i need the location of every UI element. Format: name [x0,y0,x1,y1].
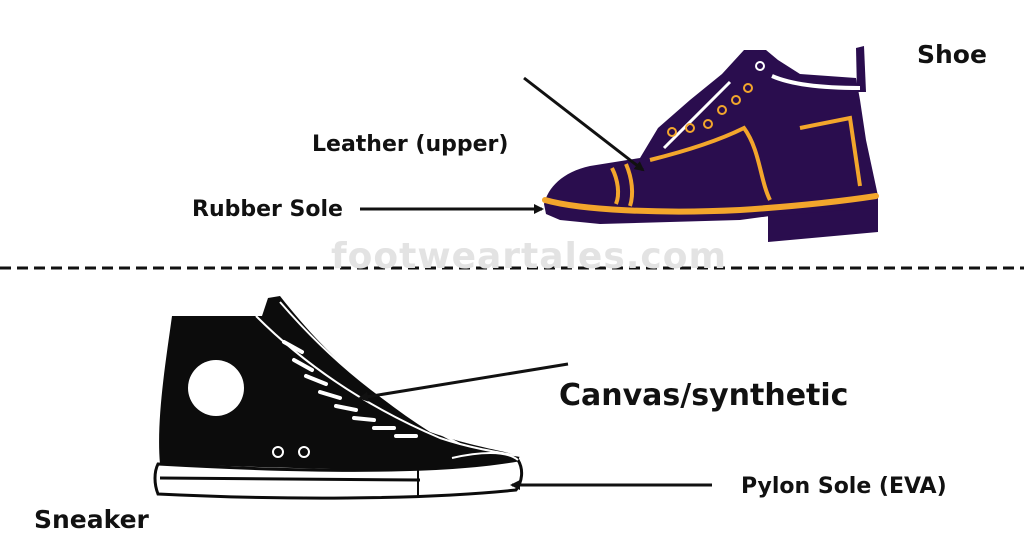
boot-eyelet [743,83,753,93]
watermark-text: footweartales.com [331,236,728,277]
sneaker-laces [282,340,418,438]
sneaker-lace [304,374,328,386]
boot-eyelet [667,127,677,137]
sneaker-toe-cap [451,452,519,461]
boot-throat-line [662,80,732,150]
sneaker-lace [334,404,358,412]
boot-toe-stitch [610,167,621,205]
rubber-sole-label: Rubber Sole [192,197,343,222]
boot-sole-stripe [542,193,879,215]
canvas-arrow [358,362,569,402]
leather-upper-label: Leather (upper) [312,132,509,157]
boot-eyelet [717,105,727,115]
sneaker-vent [272,446,284,458]
sneaker-tongue-stripe [279,301,461,445]
boot-vamp-line [649,125,772,201]
sneaker-sole-stripe [159,476,421,482]
sneaker-lace [282,340,304,354]
boot-top-eyelet [755,61,765,71]
sneaker-ankle-patch [188,360,244,416]
boot-pull-tab [856,46,866,92]
sneaker-vent [298,446,310,458]
shoe-title: Shoe [917,40,987,69]
boot-eyelet [685,123,695,133]
sneaker-lace [352,416,376,422]
sneaker-illustration [153,296,524,500]
sneaker-title: Sneaker [34,505,149,534]
boot-illustration [542,46,879,242]
sneaker-lace [318,390,342,400]
boot-eyelet [731,95,741,105]
boot-upper [544,50,878,224]
sneaker-lace [292,358,314,372]
leather-arrow [523,76,645,172]
canvas-synthetic-label: Canvas/synthetic [559,378,849,413]
boot-quarter-line [799,115,862,187]
boot-collar-line [771,74,861,90]
boot-eyelets [667,83,753,137]
sneaker-collar-stripe [255,315,521,457]
boot-toe-stitch-2 [624,163,635,207]
boot-eyelet [703,119,713,129]
pylon-sole-label: Pylon Sole (EVA) [741,474,947,499]
